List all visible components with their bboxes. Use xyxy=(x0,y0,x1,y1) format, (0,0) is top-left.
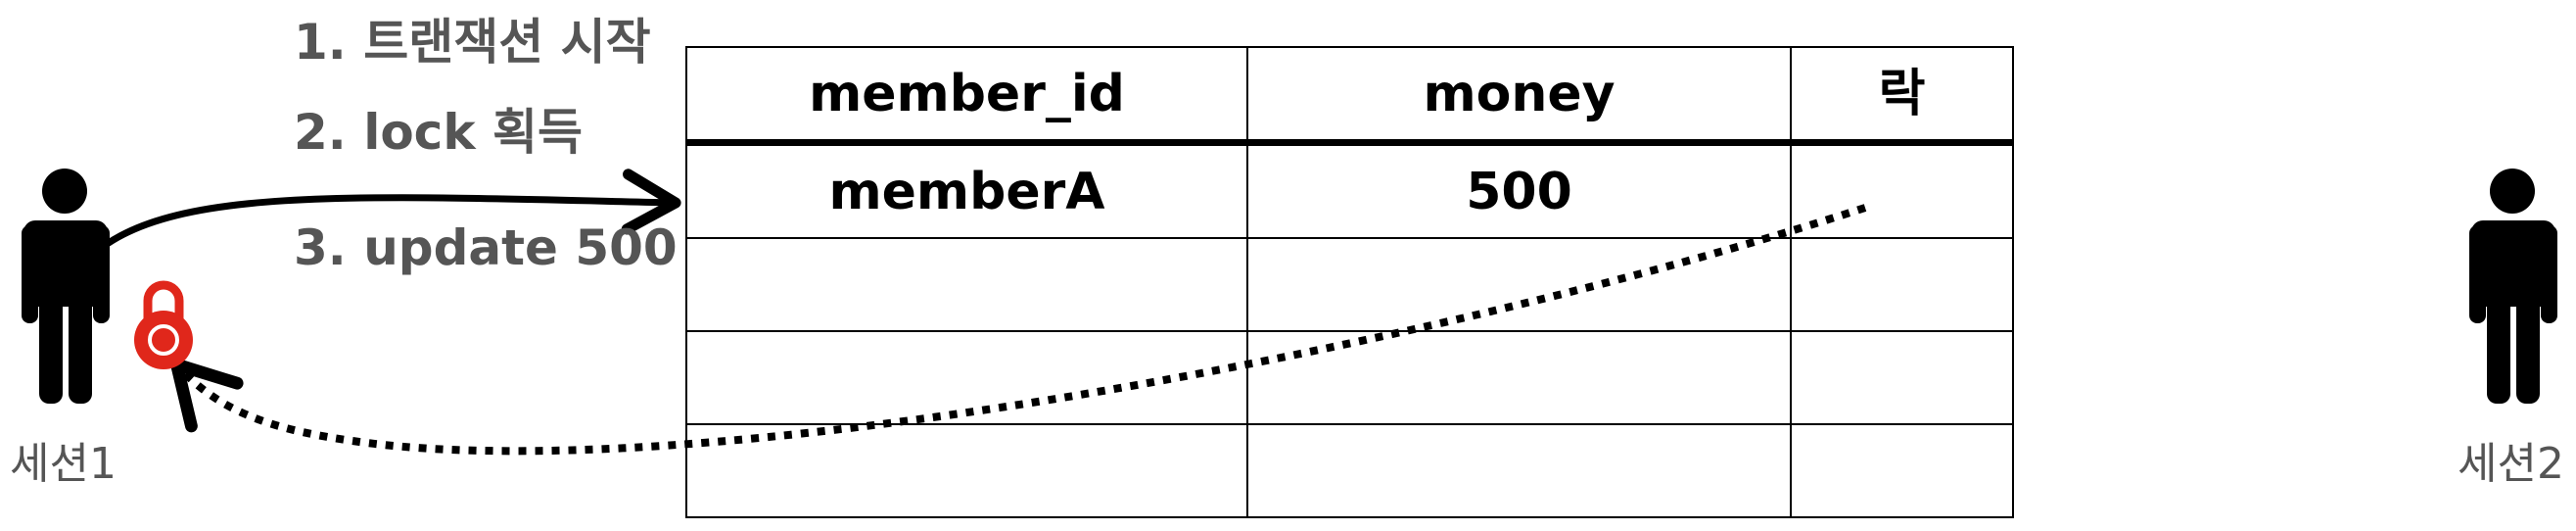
cell-money xyxy=(1246,330,1792,425)
header-money: money xyxy=(1246,46,1792,146)
step-list: 1. 트랜잭션 시작 2. lock 획득 3. update 500 xyxy=(294,0,678,294)
step-update: 3. update 500 xyxy=(294,219,678,276)
header-member-id: member_id xyxy=(685,46,1248,146)
cell-lock xyxy=(1790,237,2014,332)
cell-member-id xyxy=(685,237,1248,332)
table-row xyxy=(685,330,2014,425)
step-begin-transaction: 1. 트랜잭션 시작 xyxy=(294,14,651,71)
session1-label: 세션1 xyxy=(10,439,117,489)
session2-person-icon xyxy=(2469,169,2557,404)
cell-lock xyxy=(1790,141,2014,239)
lock-icon xyxy=(134,280,193,369)
cell-lock xyxy=(1790,423,2014,518)
cell-money xyxy=(1246,237,1792,332)
header-lock: 락 xyxy=(1790,46,2014,146)
session1-person-icon xyxy=(22,169,110,404)
table-row: memberA 500 xyxy=(685,141,2014,239)
table-row xyxy=(685,237,2014,332)
table-row xyxy=(685,423,2014,518)
cell-member-id xyxy=(685,423,1248,518)
acquire-lock-arrow xyxy=(99,169,681,251)
cell-money xyxy=(1246,423,1792,518)
step-acquire-lock: 2. lock 획득 xyxy=(294,104,583,161)
cell-money: 500 xyxy=(1246,141,1792,239)
cell-member-id: memberA xyxy=(685,141,1248,239)
cell-member-id xyxy=(685,330,1248,425)
cell-lock xyxy=(1790,330,2014,425)
member-table: member_id money 락 memberA 500 xyxy=(685,46,2014,518)
session2-label: 세션2 xyxy=(2458,439,2564,489)
table-header-row: member_id money 락 xyxy=(685,46,2014,146)
